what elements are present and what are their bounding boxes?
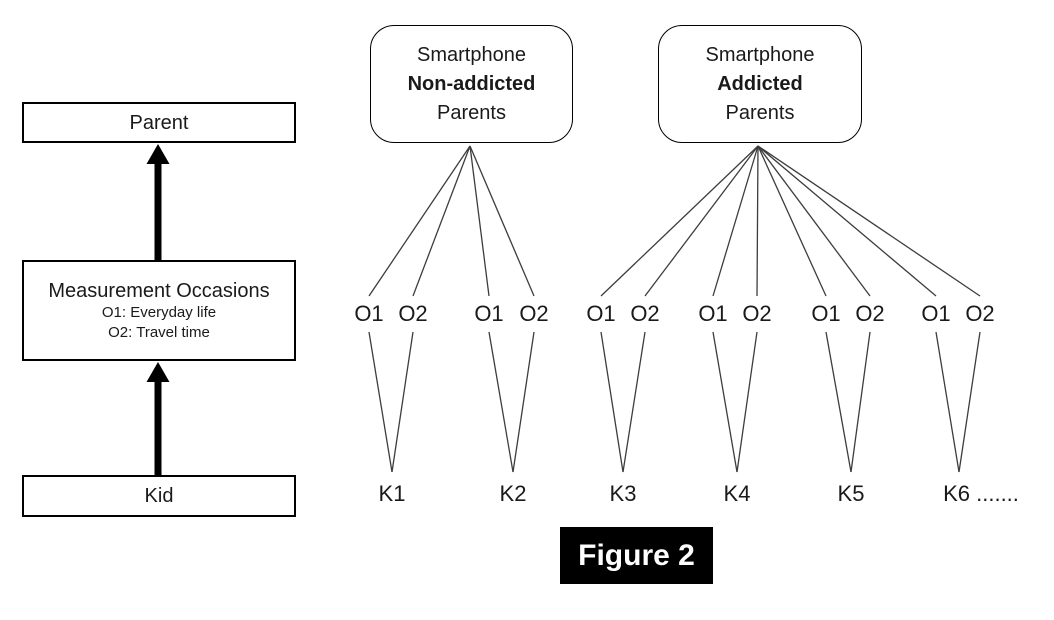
kid-node: Kid: [22, 475, 296, 517]
parent-node: Parent: [22, 102, 296, 143]
kid-label-k4: K4: [723, 481, 751, 506]
kid-label-k1: K1: [378, 481, 406, 506]
hierarchy-arrow-kid-to-occasions: [146, 362, 170, 476]
kid-label-k5: K5: [837, 481, 865, 506]
occasion-label-k4-o1: O1: [698, 301, 728, 326]
measurement-occasions-node: Measurement Occasions O1: Everyday life …: [22, 260, 296, 361]
group-nonaddicted-line2: Non-addicted: [407, 72, 536, 95]
kid-node-label: Kid: [144, 485, 174, 507]
group-addicted-line1: Smartphone: [705, 43, 815, 66]
occasion-label-k5-o1: O1: [811, 301, 841, 326]
occasion-definition-everyday-life: O1: Everyday life: [101, 303, 217, 321]
occasion-label-k1-o2: O2: [398, 301, 428, 326]
group-addicted-parents: Smartphone Addicted Parents: [658, 25, 862, 143]
occasion-label-k2-o2: O2: [519, 301, 549, 326]
occasion-label-k4-o2: O2: [742, 301, 772, 326]
group-addicted-line3: Parents: [725, 101, 795, 124]
fan-lines-nonaddicted: [368, 145, 535, 297]
group-nonaddicted-parents: Smartphone Non-addicted Parents: [370, 25, 573, 143]
occasion-label-k6-o2: O2: [965, 301, 995, 326]
occasion-label-k3-o1: O1: [586, 301, 616, 326]
occasion-label-k6-o1: O1: [921, 301, 951, 326]
occasion-label-k3-o2: O2: [630, 301, 660, 326]
kid-v-lines: [368, 331, 981, 473]
kid-label-k2: K2: [499, 481, 527, 506]
occasion-label-k2-o1: O1: [474, 301, 504, 326]
figure-caption-text: Figure 2: [578, 538, 695, 572]
measurement-occasions-title: Measurement Occasions: [48, 279, 270, 302]
occasion-label-k1-o1: O1: [354, 301, 384, 326]
fan-lines-addicted: [600, 145, 981, 297]
occasion-label-k5-o2: O2: [855, 301, 885, 326]
kid-label-k3: K3: [609, 481, 637, 506]
kid-label-k6-ellipsis: K6 .......: [943, 481, 1019, 506]
parent-node-label: Parent: [129, 111, 189, 134]
hierarchy-arrow-occasions-to-parent: [146, 144, 170, 261]
group-nonaddicted-line3: Parents: [437, 101, 506, 124]
group-addicted-line2: Addicted: [717, 72, 803, 95]
figure-caption: Figure 2: [560, 527, 713, 584]
group-nonaddicted-line1: Smartphone: [417, 43, 526, 66]
occasion-definition-travel-time: O2: Travel time: [108, 323, 210, 341]
